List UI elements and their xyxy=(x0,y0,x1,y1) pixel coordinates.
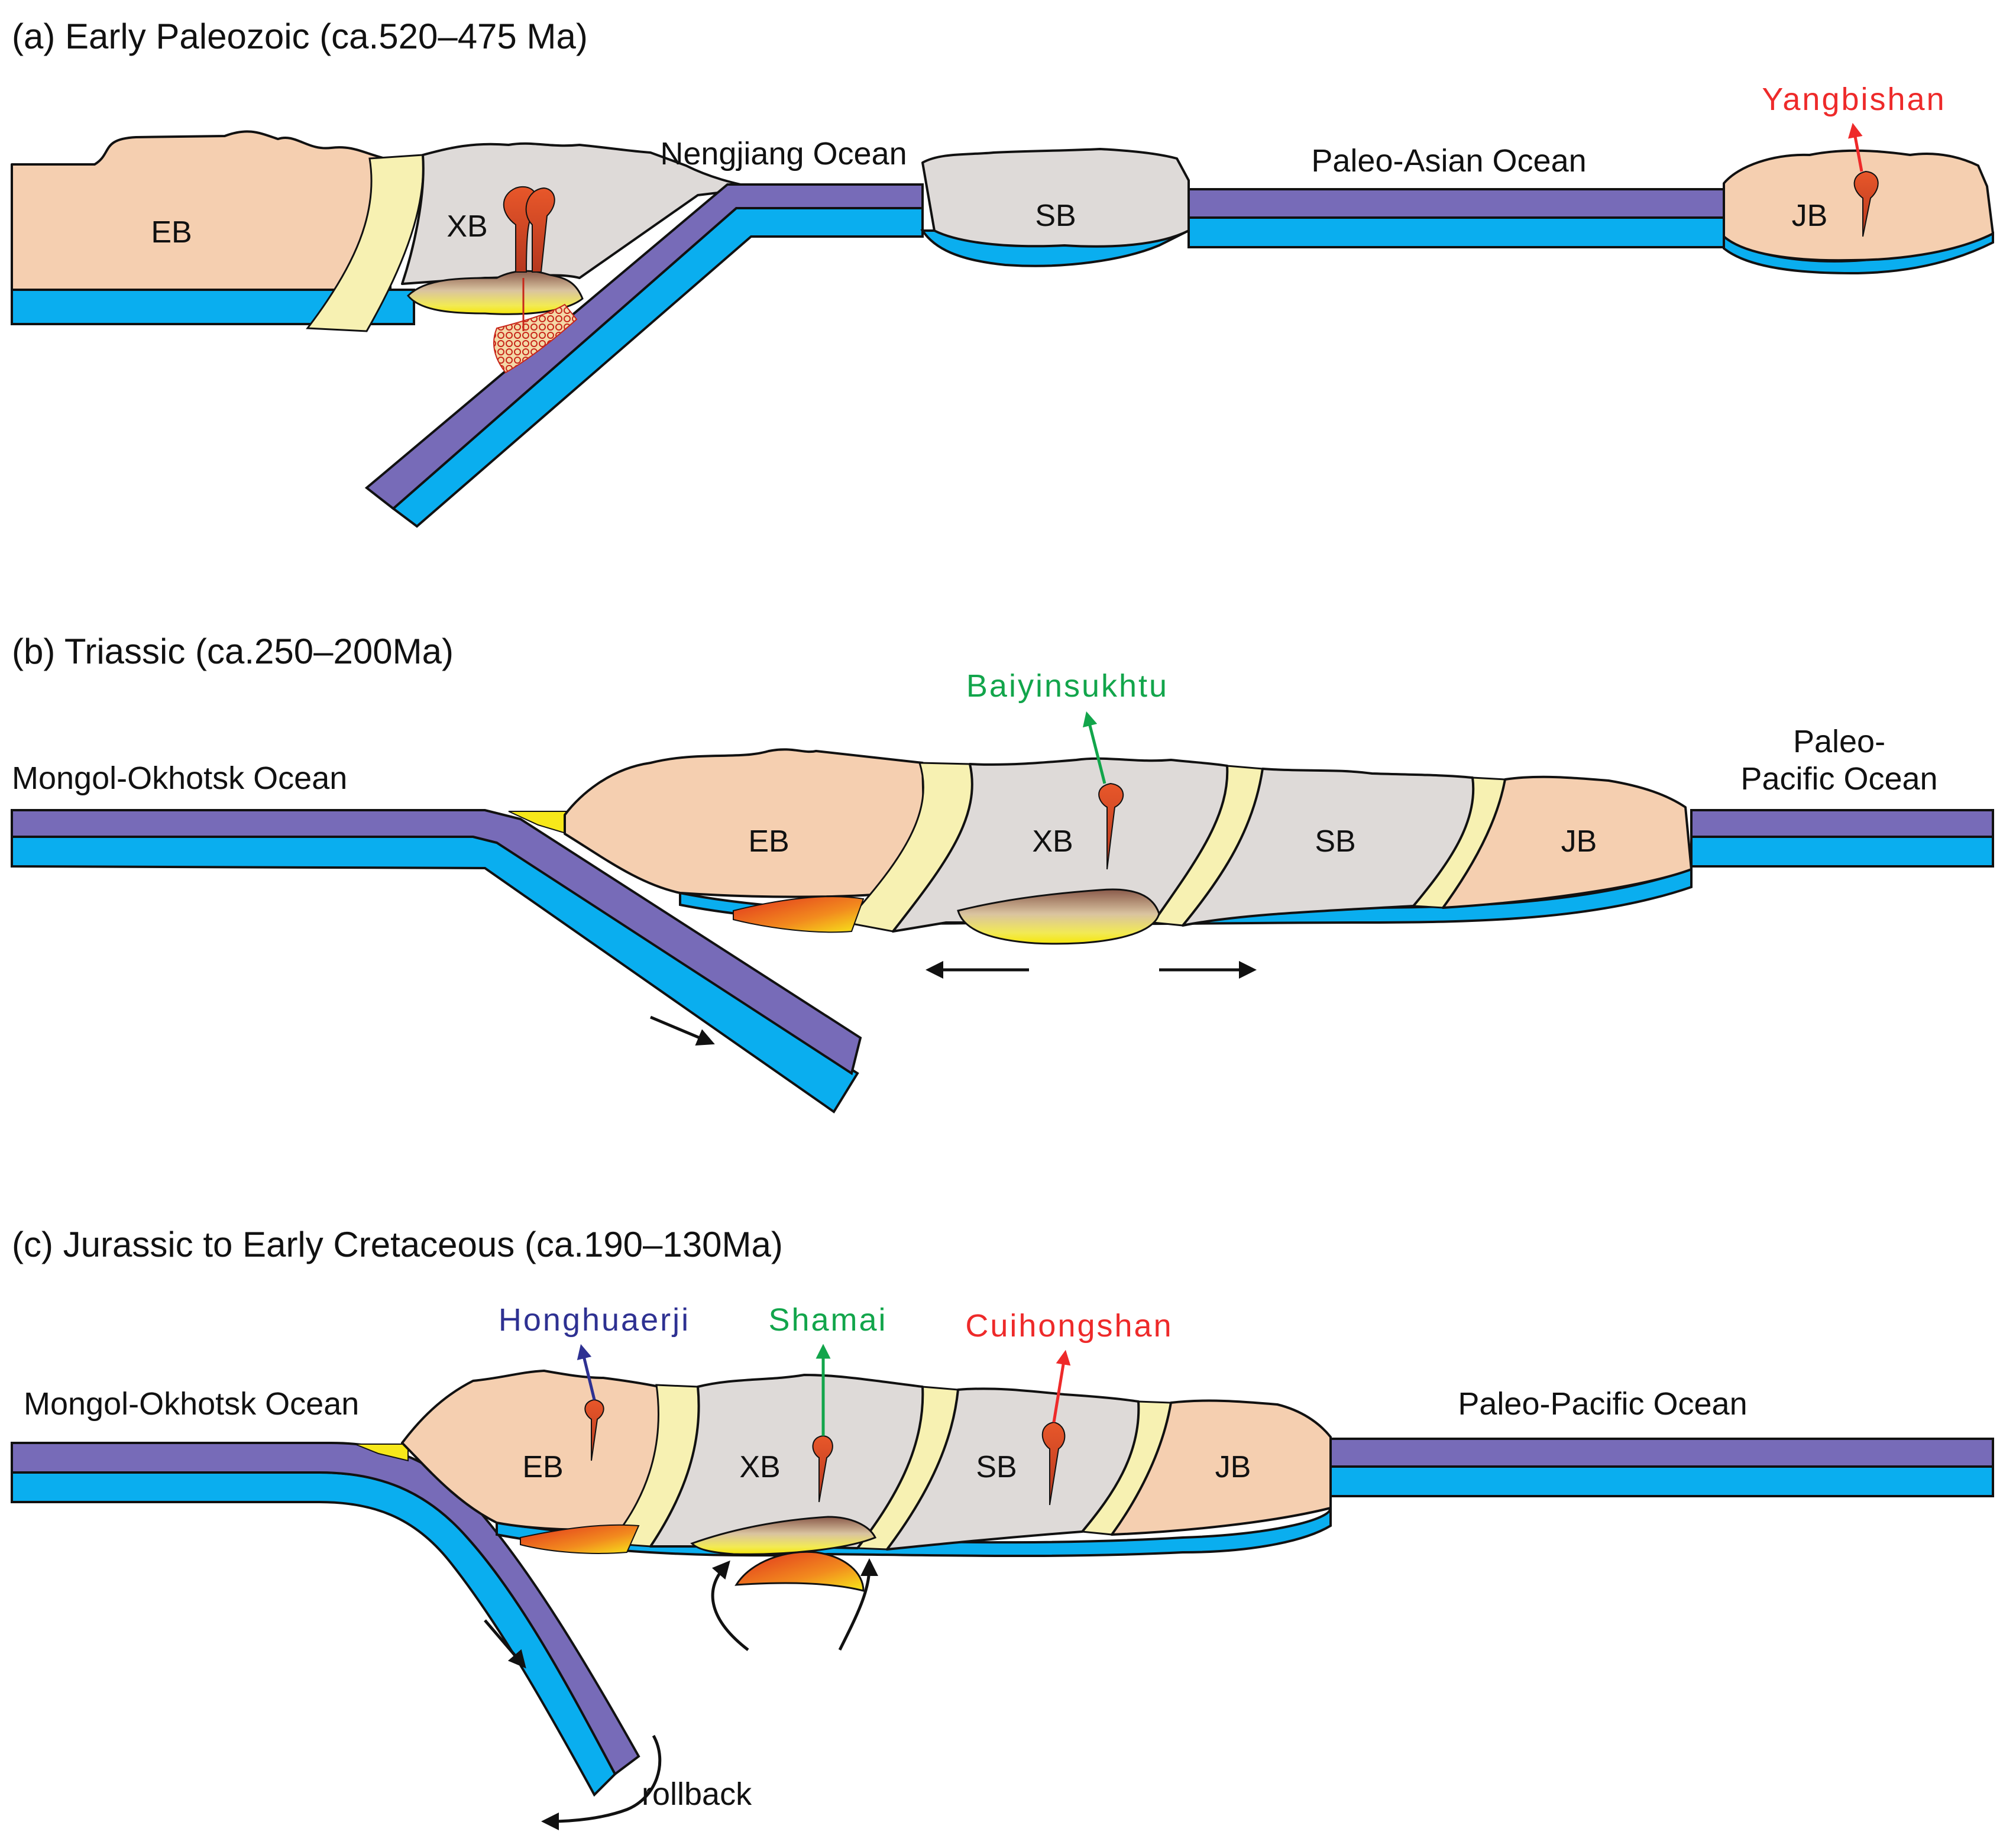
rollback-label: rollback xyxy=(642,1776,752,1812)
eb-block-b xyxy=(564,748,927,898)
yangbishan-label: Yangbishan xyxy=(1762,82,1946,117)
paleo-pacific-crust-b xyxy=(1690,809,1994,838)
xb-label-c: XB xyxy=(739,1450,780,1484)
baiyinsukhtu-arrow xyxy=(1082,711,1106,784)
paleo-pacific-lithosphere-b xyxy=(1690,836,1994,868)
jb-pluton-a xyxy=(1853,170,1879,237)
paleo-pacific-label-b-line1: Paleo- xyxy=(1793,724,1885,759)
xb-pluton-b xyxy=(525,187,555,273)
rollback-arrow xyxy=(541,1734,662,1830)
magma-underplate-c xyxy=(690,1516,877,1555)
shamai-label: Shamai xyxy=(768,1302,887,1338)
sb-label-c: SB xyxy=(976,1450,1017,1484)
mantle-plume-c xyxy=(734,1551,865,1592)
panel-a-title: (a) Early Paleozoic (ca.520–475 Ma) xyxy=(12,17,588,56)
jb-block-a xyxy=(1723,149,1994,262)
mongol-slab-crust-b xyxy=(11,809,862,1076)
yangbishan-arrow xyxy=(1847,122,1863,172)
panel-c: (c) Jurassic to Early Cretaceous (ca.190… xyxy=(11,1225,1994,1830)
xb-block-b xyxy=(892,757,1229,933)
subduction-arrow-b xyxy=(650,1015,715,1046)
jb-label-a: JB xyxy=(1792,199,1828,233)
mongol-okhotsk-label-b: Mongol-Okhotsk Ocean xyxy=(12,760,347,796)
xb-pluton-b xyxy=(1098,782,1124,870)
eb-label-a: EB xyxy=(151,215,192,250)
upwelling-arrow-left xyxy=(711,1560,749,1651)
mongol-okhotsk-label-c: Mongol-Okhotsk Ocean xyxy=(24,1386,359,1422)
panel-a: (a) Early Paleozoic (ca.520–475 Ma) EB xyxy=(11,17,1994,528)
melt-lens-eb-c xyxy=(520,1524,640,1554)
honghuaerji-label: Honghuaerji xyxy=(499,1302,690,1338)
paleo-pacific-label-c: Paleo-Pacific Ocean xyxy=(1458,1386,1747,1422)
paleo-asian-crust xyxy=(1187,188,1725,219)
xb-block xyxy=(401,142,758,285)
eb-block xyxy=(11,130,391,291)
jb-block-c xyxy=(1111,1399,1332,1536)
paleo-pacific-lithosphere-c xyxy=(1329,1465,1994,1497)
sb-label-a: SB xyxy=(1035,199,1076,233)
eb-label-b: EB xyxy=(748,824,789,859)
sb-block-a xyxy=(921,148,1190,248)
xb-label-a: XB xyxy=(446,209,487,244)
paleo-pacific-crust-c xyxy=(1329,1438,1994,1468)
cuihongshan-label: Cuihongshan xyxy=(965,1308,1173,1344)
panel-c-title: (c) Jurassic to Early Cretaceous (ca.190… xyxy=(12,1225,783,1264)
panel-b-title: (b) Triassic (ca.250–200Ma) xyxy=(12,632,454,671)
paleo-asian-ocean-label: Paleo-Asian Ocean xyxy=(1311,143,1586,179)
xb-label-b: XB xyxy=(1032,824,1073,859)
cuihongshan-arrow xyxy=(1052,1349,1071,1423)
nengjiang-ocean-label: Nengjiang Ocean xyxy=(660,136,907,171)
accretion-wedge-c xyxy=(354,1444,409,1462)
sb-block-c xyxy=(886,1387,1140,1551)
nengjiang-slab-crust xyxy=(364,183,924,510)
paleo-pacific-label-b-line2: Pacific Ocean xyxy=(1740,761,1937,797)
eb-label-c: EB xyxy=(522,1450,563,1484)
baiyinsukhtu-label: Baiyinsukhtu xyxy=(966,668,1169,704)
jb-label-b: JB xyxy=(1561,824,1597,859)
jb-block-b xyxy=(1442,775,1693,909)
magma-underplate-b xyxy=(957,888,1160,945)
sb-block-b xyxy=(1182,768,1475,927)
xb-pluton-c xyxy=(812,1435,833,1503)
xb-block-c xyxy=(649,1374,924,1549)
jb-label-c: JB xyxy=(1215,1450,1251,1484)
panel-b: (b) Triassic (ca.250–200Ma) Mon xyxy=(11,632,1994,1114)
upwelling-arrow-right xyxy=(838,1558,878,1651)
subduction-arrow-c xyxy=(484,1619,526,1669)
honghuaerji-arrow xyxy=(577,1344,596,1400)
magma-underplate-a xyxy=(406,270,584,315)
sb-label-b: SB xyxy=(1315,824,1355,859)
melt-zone-a xyxy=(493,303,578,374)
paleo-asian-lithosphere xyxy=(1187,216,1725,248)
melt-lens-eb-b xyxy=(733,896,865,933)
